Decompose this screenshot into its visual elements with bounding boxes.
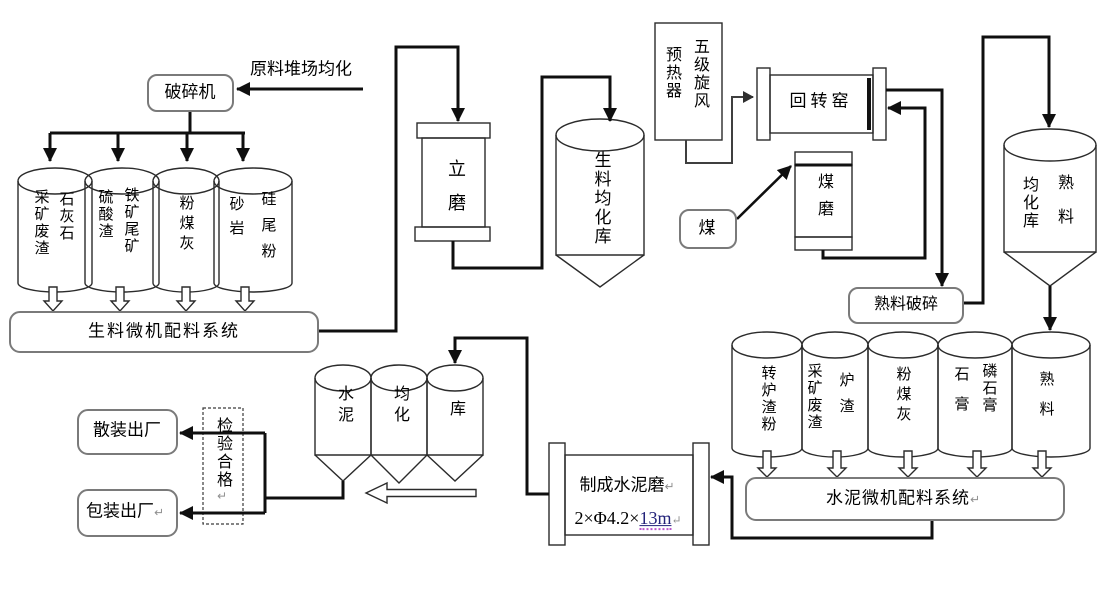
cement-mix-cylinders	[731, 331, 1091, 458]
cement-batching-box	[745, 477, 1065, 521]
cement-silo-label-3: 库	[447, 400, 464, 418]
clinker-crusher-label: 熟料破碎	[873, 296, 939, 314]
mix-label-fly-ash: 粉煤灰	[894, 366, 912, 426]
clinker-crusher-box	[848, 287, 964, 324]
hollow-arrow-down-7	[897, 450, 919, 478]
cement-mill-name-text: 制成水泥磨	[579, 475, 665, 495]
bag-delivery-text: 包装出厂	[85, 501, 154, 521]
return-mark: ↵	[671, 513, 682, 528]
hollow-arrow-down-3	[175, 286, 197, 313]
inspection-text: 检验合格	[214, 417, 231, 489]
hollow-arrow-down-4	[234, 286, 256, 313]
rotary-kiln-label: 回转窑	[789, 91, 853, 111]
hollow-arrow-down-1	[42, 286, 64, 313]
cylinder-clinker	[1011, 345, 1091, 458]
bulk-delivery-box	[77, 409, 178, 455]
raw-meal-silo-shape	[555, 118, 645, 288]
flow-coal-mill-to-kiln	[821, 101, 927, 260]
flow-silo-to-inspection	[265, 481, 345, 500]
bag-delivery-label: 包装出厂↵	[85, 501, 165, 522]
flow-cement-mill-to-silo	[448, 336, 549, 496]
crusher-box	[147, 74, 234, 112]
vertical-mill-label: 立磨	[446, 159, 466, 227]
cylinder-limestone	[17, 181, 93, 293]
hollow-arrow-down-5	[756, 450, 778, 478]
hollow-arrow-left	[364, 481, 477, 505]
return-mark: ↵	[215, 489, 229, 503]
raw-batching-box	[9, 311, 319, 353]
silo-label-silica-powder: 硅尾粉	[259, 191, 277, 269]
rotary-kiln-shape	[756, 67, 887, 141]
silo-label-fly-ash: 粉煤灰	[177, 195, 195, 255]
mix-label-converter-slag: 转炉渣粉	[759, 365, 777, 433]
cylinder-sandstone	[213, 181, 293, 293]
flow-lines	[43, 35, 1057, 540]
silo-label-sulfate-slag: 硫酸渣	[96, 189, 114, 240]
silo-label-mine-waste: 采矿废渣	[32, 189, 50, 257]
mix-label-furnace-slag: 炉渣	[837, 372, 855, 424]
cement-batching-label: 水泥微机配料系统↵	[825, 488, 981, 509]
mix-label-clinker: 熟料	[1037, 371, 1055, 431]
preheater-label-left: 预热器	[663, 46, 680, 100]
crusher-label: 破碎机	[164, 82, 216, 102]
return-mark: ↵	[969, 492, 981, 507]
silo-label-limestone: 石灰石	[57, 191, 75, 242]
cement-mill-spec-label: 2×Φ4.2×13m↵	[574, 508, 682, 531]
coal-box	[679, 209, 737, 249]
preheater-box	[654, 22, 723, 141]
flow-mill-to-raw-meal-silo	[451, 75, 617, 270]
cement-silo-label-1: 水泥	[335, 385, 352, 427]
clinker-silo-shape	[1003, 128, 1097, 287]
raw-batching-label: 生料微机配料系统	[88, 321, 240, 341]
hollow-arrow-down-9	[1031, 450, 1053, 478]
mix-label-phosphogypsum: 磷石膏	[980, 363, 998, 414]
stockyard-label: 原料堆场均化	[250, 59, 352, 79]
bulk-delivery-label: 散装出厂	[93, 420, 161, 440]
silo-label-iron-tailings: 铁矿尾矿	[122, 187, 140, 255]
flow-kiln-to-clinker-crusher	[886, 88, 949, 287]
cement-mill-name-label: 制成水泥磨↵	[579, 475, 675, 496]
inspection-dashed-box	[202, 407, 244, 525]
flow-crusher-to-clinker-silo	[963, 35, 1056, 305]
clinker-silo-label-left: 均化库	[1020, 176, 1037, 230]
clinker-silo-label-right: 熟料	[1055, 174, 1072, 242]
raw-meal-silo-label: 生料均化库	[591, 151, 611, 246]
cement-batching-text: 水泥微机配料系统	[825, 488, 970, 508]
mix-label-mine-waste: 采矿废渣	[805, 363, 823, 431]
vertical-mill-shape	[414, 122, 491, 242]
hollow-arrow-down-2	[109, 286, 131, 313]
mix-label-gypsum: 石膏	[952, 366, 970, 426]
flow-preheater-to-kiln	[685, 91, 754, 164]
inspection-label: 检验合格↵	[214, 417, 231, 503]
flow-batching-to-cement-mill	[710, 470, 934, 540]
cement-mill-spec-prefix: 2×Φ4.2×	[574, 508, 640, 529]
hollow-arrow-down-8	[966, 450, 988, 478]
cement-silo-label-2: 均化	[391, 385, 408, 427]
hollow-arrow-down-6	[826, 450, 848, 478]
return-mark: ↵	[664, 479, 675, 494]
bag-delivery-box	[77, 489, 178, 537]
hollow-arrows	[42, 286, 1053, 505]
flow-batching-to-vertical-mill	[318, 45, 465, 333]
flow-coal-to-coal-mill	[736, 165, 792, 220]
return-mark: ↵	[153, 505, 165, 520]
coal-label: 煤	[698, 218, 716, 238]
cement-mill-spec-dimension: 13m	[639, 508, 672, 531]
cylinder-gypsum	[937, 345, 1013, 458]
coal-mill-label: 煤磨	[815, 173, 832, 227]
silo-label-sandstone: 砂岩	[227, 196, 245, 244]
rounded-boxes	[9, 74, 1065, 537]
preheater-label-right: 五级旋风	[691, 38, 708, 110]
cylinder-fly-ash-2	[867, 345, 939, 458]
